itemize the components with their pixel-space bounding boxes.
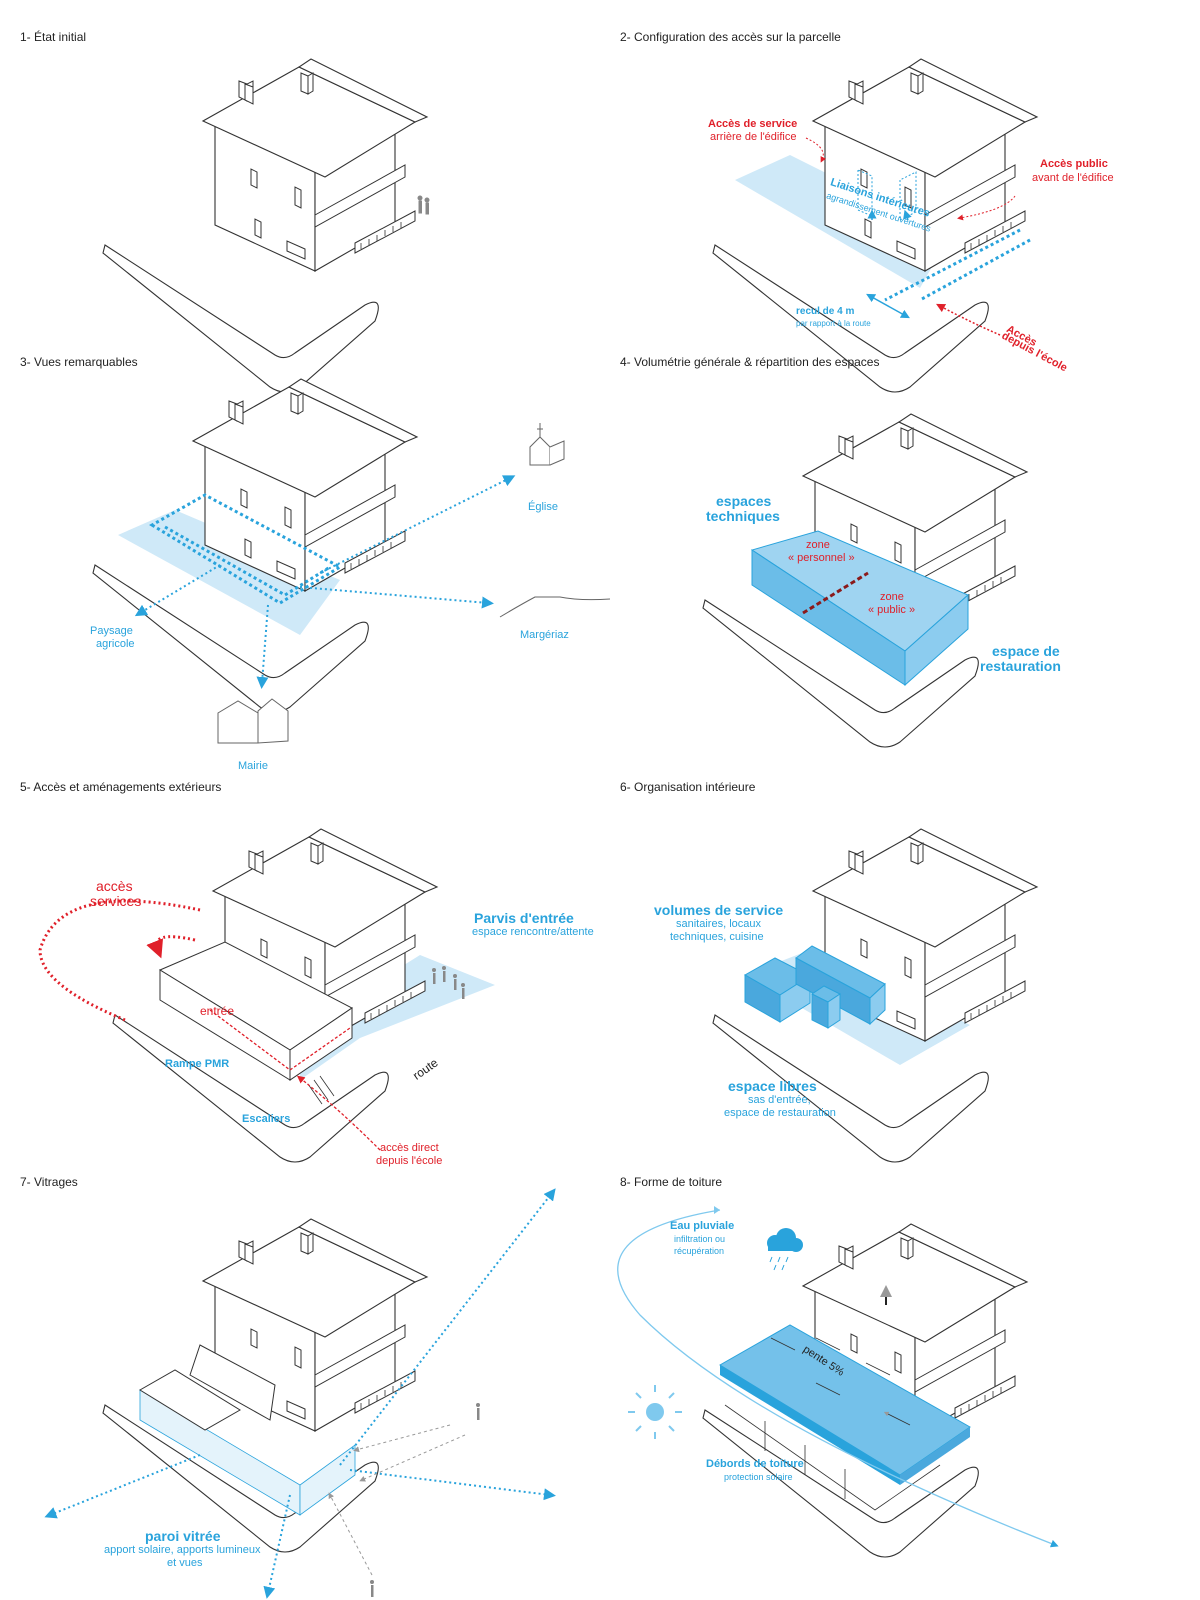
eau-line1: infiltration ou <box>674 1234 726 1244</box>
sun-icon <box>628 1385 682 1439</box>
parvis-sub: espace rencontre/attente <box>472 926 594 938</box>
acces-service-sub: arrière de l'édifice <box>710 131 797 143</box>
zone-public-1: zone <box>880 591 904 603</box>
panel-title: 2- Configuration des accès sur la parcel… <box>620 30 841 44</box>
acces-services-1: accès <box>96 878 133 894</box>
glass-volume <box>139 1389 356 1516</box>
eglise-icon <box>529 423 565 466</box>
acces-direct-2: depuis l'école <box>376 1155 443 1167</box>
house-drawing <box>712 828 1038 1163</box>
rampe-label: Rampe PMR <box>165 1058 230 1070</box>
margeriaz-icon <box>499 596 611 618</box>
panel-title: 1- État initial <box>20 30 87 44</box>
panel-title: 4- Volumétrie générale & répartition des… <box>620 355 880 369</box>
resto-label-1: espace de <box>992 643 1060 659</box>
volume-block <box>750 530 969 687</box>
libres-title: espace libres <box>728 1078 817 1094</box>
paroi-line2: et vues <box>167 1557 203 1569</box>
libres-line1: sas d'entrée, <box>748 1094 811 1106</box>
panel-organisation-interieure: 6- Organisation intérieure volumes de se… <box>600 780 1200 1180</box>
service-volume <box>743 945 886 1029</box>
panel-title: 7- Vitrages <box>20 1175 78 1189</box>
eglise-label: Église <box>528 501 558 513</box>
panel-title: 8- Forme de toiture <box>620 1175 723 1189</box>
paysage-label-1: Paysage <box>90 625 133 637</box>
paroi-title: paroi vitrée <box>145 1528 221 1544</box>
zone-public-2: « public » <box>868 604 916 616</box>
acces-services-2: services <box>90 893 142 909</box>
panel-etat-initial: 1- État initial <box>0 30 600 430</box>
paroi-line1: apport solaire, apports lumineux <box>104 1544 261 1556</box>
acces-direct-1: accès direct <box>380 1142 439 1154</box>
acces-public-sub: avant de l'édifice <box>1032 172 1114 184</box>
eau-line2: récupération <box>674 1246 725 1256</box>
mairie-label: Mairie <box>238 760 268 772</box>
tech-label-2: techniques <box>706 508 780 524</box>
resto-label-2: restauration <box>980 658 1061 674</box>
eau-title: Eau pluviale <box>670 1220 735 1232</box>
house-drawing <box>44 1188 556 1599</box>
parvis-title: Parvis d'entrée <box>474 910 574 926</box>
paysage-label-2: agricole <box>96 638 135 650</box>
mairie-icon <box>217 698 289 744</box>
zone-personnel-1: zone <box>806 539 830 551</box>
entree-label: entrée <box>200 1004 235 1018</box>
house-drawing <box>102 58 430 393</box>
people-icon <box>417 195 430 215</box>
volume-block <box>158 941 353 1081</box>
service-title: volumes de service <box>654 902 784 918</box>
zone-personnel-2: « personnel » <box>788 552 855 564</box>
panel-configuration-acces: 2- Configuration des accès sur la parcel… <box>600 30 1200 430</box>
tech-label-1: espaces <box>716 493 772 509</box>
service-line2: techniques, cuisine <box>670 931 764 943</box>
debords-title: Débords de toiture <box>706 1458 804 1470</box>
glass-walls <box>724 1404 941 1511</box>
rain-icon <box>769 1256 789 1271</box>
roof-overhang <box>719 1324 971 1485</box>
panel-title: 3- Vues remarquables <box>20 355 138 369</box>
panel-acces-amenagements: 5- Accès et aménagements extérieurs accè… <box>0 780 600 1180</box>
service-line1: sanitaires, locaux <box>676 918 761 930</box>
panel-vues-remarquables: 3- Vues remarquables Église Paysage agri… <box>0 355 611 772</box>
people-icon <box>370 1403 480 1597</box>
house-drawing <box>712 58 1038 393</box>
house-drawing <box>617 1206 1059 1558</box>
cloud-icon <box>767 1228 803 1252</box>
panel-title: 5- Accès et aménagements extérieurs <box>20 780 222 794</box>
house-drawing <box>702 413 1028 748</box>
people-icon <box>432 966 465 999</box>
debords-sub: protection solaire <box>724 1472 793 1482</box>
margeriaz-label: Margériaz <box>520 629 569 641</box>
libres-line2: espace de restauration <box>724 1107 836 1119</box>
panel-title: 6- Organisation intérieure <box>620 780 756 794</box>
panel-volumetrie: 4- Volumétrie générale & répartition des… <box>600 355 1200 755</box>
panel-vitrages: 7- Vitrages paroi vitrée apport solaire,… <box>0 1175 600 1599</box>
recul-sub: par rapport à la route <box>796 319 871 328</box>
panel-forme-toiture: 8- Forme de toiture Eau pluviale infiltr… <box>600 1175 1200 1575</box>
house-drawing <box>92 378 611 744</box>
recul-title: recul de 4 m <box>796 306 855 317</box>
acces-public-title: Accès public <box>1040 158 1108 170</box>
escaliers-label: Escaliers <box>242 1113 291 1125</box>
acces-service-title: Accès de service <box>708 118 798 130</box>
house-drawing <box>38 828 495 1163</box>
